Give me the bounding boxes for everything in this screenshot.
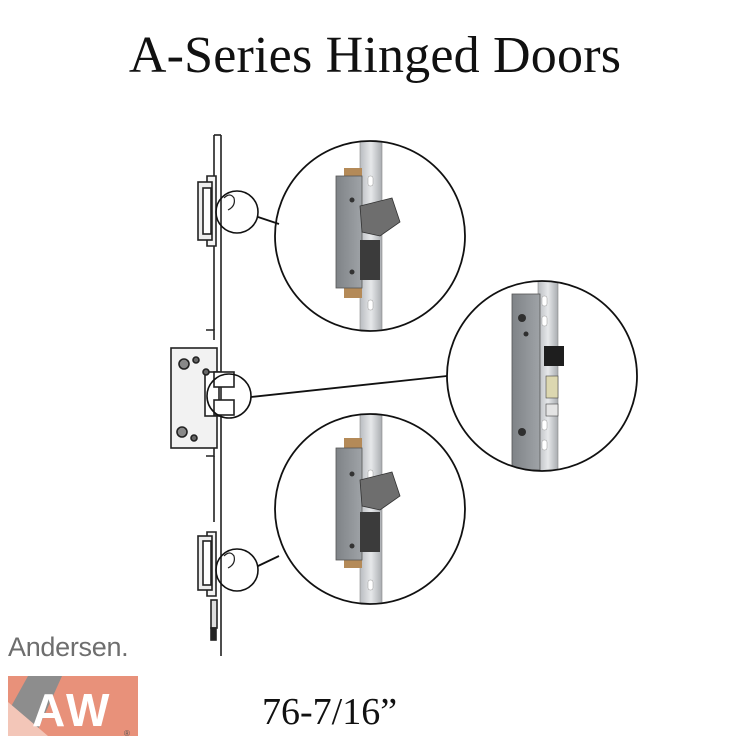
- lock-strip-drawing: [170, 134, 235, 656]
- svg-text:A: A: [32, 684, 65, 736]
- andersen-aw-logo: A W: [8, 676, 138, 736]
- top-hook-latch-detail: [274, 140, 466, 332]
- lock-length-label: 76-7/16”: [262, 691, 398, 733]
- top-latch-marker: [215, 190, 259, 234]
- svg-text:W: W: [66, 684, 110, 736]
- andersen-wordmark: Andersen.: [8, 632, 129, 662]
- diagram-title: A-Series Hinged Doors: [128, 27, 622, 84]
- bottom-latch-marker: [215, 548, 259, 592]
- bottom-connector-line: [257, 555, 280, 567]
- registered-mark: ®: [124, 729, 130, 738]
- center-gearbox-detail: [446, 280, 638, 472]
- bottom-hook-latch-detail: [274, 413, 466, 605]
- center-latch-marker: [206, 373, 252, 419]
- center-connector-line: [250, 375, 448, 398]
